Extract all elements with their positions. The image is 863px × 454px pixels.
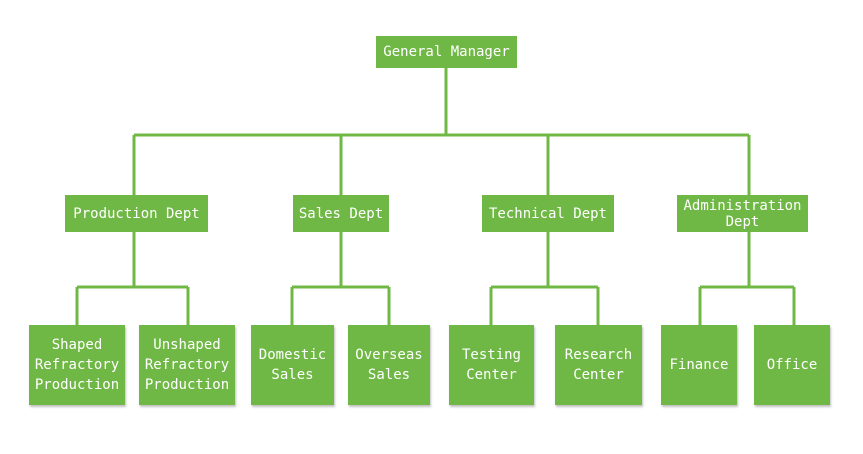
node-shaped-refractory-production: Shaped Refractory Production: [29, 325, 125, 405]
node-domestic-sales: Domestic Sales: [251, 325, 334, 405]
node-office: Office: [754, 325, 830, 405]
node-research-center: Research Center: [555, 325, 642, 405]
node-testing-center: Testing Center: [449, 325, 534, 405]
node-production-dept: Production Dept: [65, 195, 208, 232]
node-finance: Finance: [661, 325, 737, 405]
node-sales-dept: Sales Dept: [293, 195, 389, 232]
node-unshaped-refractory-production: Unshaped Refractory Production: [139, 325, 235, 405]
node-general-manager: General Manager: [376, 36, 517, 68]
node-technical-dept: Technical Dept: [482, 195, 614, 232]
node-overseas-sales: Overseas Sales: [348, 325, 430, 405]
node-administration-dept: Administration Dept: [677, 195, 808, 232]
